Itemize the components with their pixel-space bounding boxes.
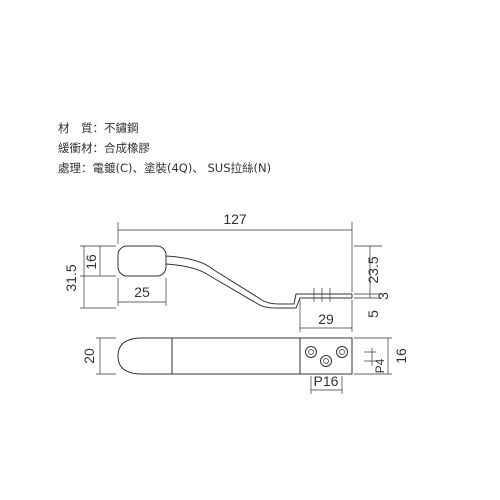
- plan-view: 20 16 P4 P16: [81, 337, 409, 394]
- dim-pitch-y: P4: [373, 358, 387, 373]
- dim-tab-offset: 5: [365, 310, 381, 318]
- spec-cushion: 緩衝材：合成橡膠: [58, 141, 150, 155]
- mount-hole-inner: [339, 349, 345, 355]
- mount-hole: [305, 346, 317, 358]
- mount-hole: [336, 346, 348, 358]
- dim-bottom-width: 16: [393, 348, 409, 364]
- dim-tab-length: 29: [318, 311, 334, 327]
- dim-plate-thickness: 3: [375, 292, 391, 300]
- plan-rubber-tip: [117, 337, 173, 375]
- dim-drop-height: 23.5: [365, 256, 381, 283]
- dim-pad-height: 16: [83, 254, 99, 270]
- spec-material: 材 質：不鏽鋼: [58, 121, 139, 135]
- mount-hole-inner: [308, 349, 314, 355]
- mount-hole: [320, 355, 332, 367]
- material-specs: 材 質：不鏽鋼 緩衝材：合成橡膠 處理：電鍍(C)、塗裝(4Q)、 SUS拉絲(…: [58, 118, 271, 178]
- spec-finish: 處理：電鍍(C)、塗裝(4Q)、 SUS拉絲(N): [58, 161, 272, 175]
- arm-upper-edge: [165, 255, 352, 305]
- dim-total-height: 31.5: [63, 264, 79, 291]
- dim-overall-length: 127: [223, 211, 247, 227]
- mounting-plate: [299, 337, 353, 375]
- arm-lower-edge: [165, 263, 352, 309]
- rubber-pad: [117, 245, 167, 277]
- mount-hole-inner: [323, 358, 329, 364]
- side-view: 127 31.5 16 25 23.5 3 5 29: [63, 211, 391, 332]
- dim-bottom-height: 20: [81, 348, 97, 364]
- dim-pitch-x: P16: [314, 373, 339, 389]
- dim-pad-width: 25: [134, 284, 150, 300]
